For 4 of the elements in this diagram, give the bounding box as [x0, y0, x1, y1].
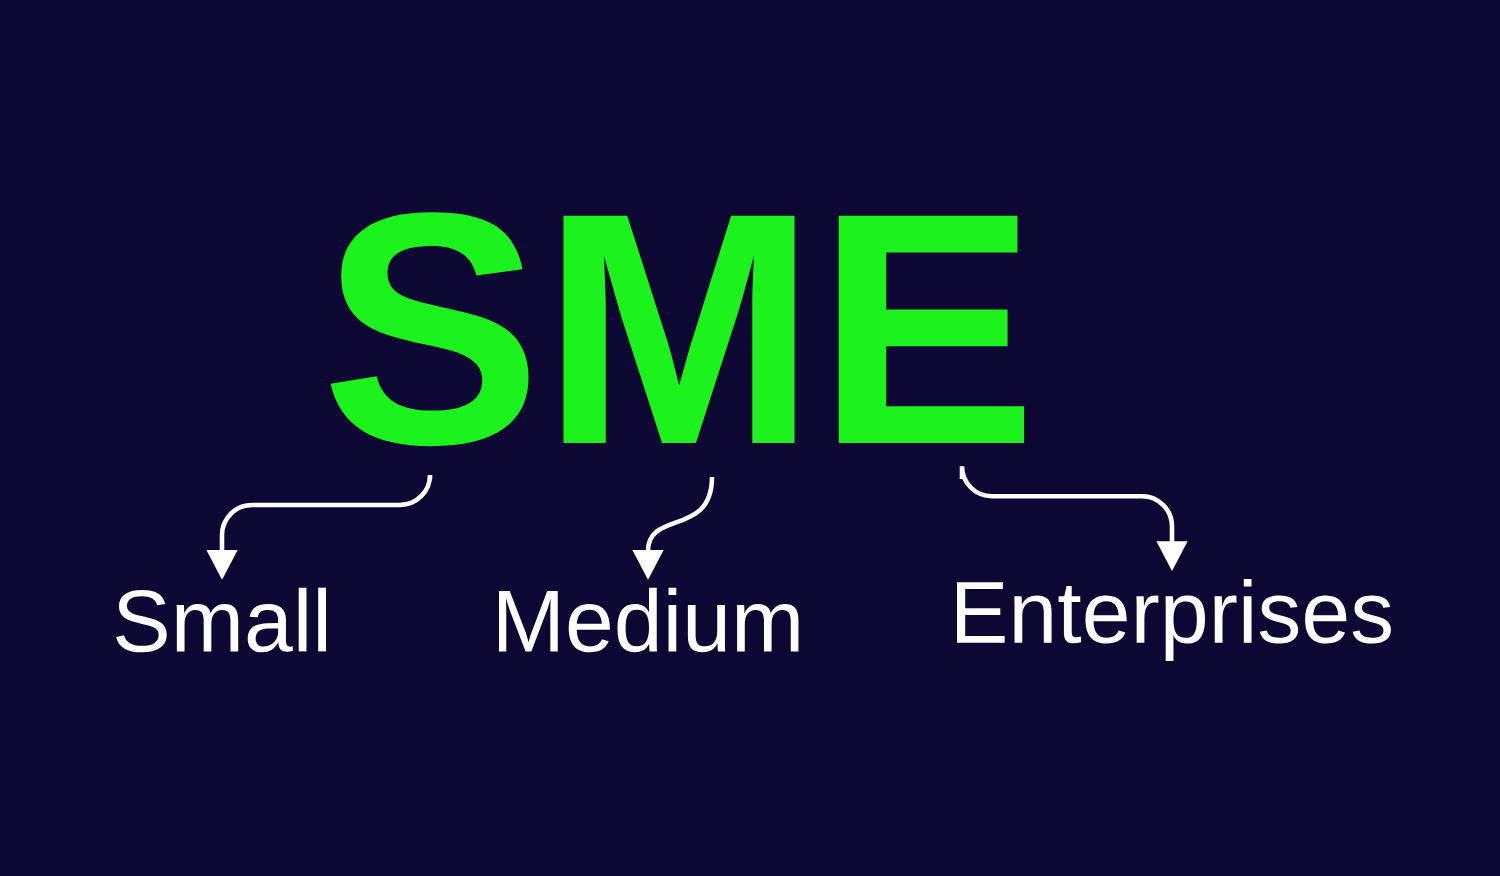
label-text: Medium	[498, 587, 799, 653]
heading-text: SME	[330, 212, 1025, 447]
label-text: Small	[116, 587, 326, 653]
label-text: Enterprises	[957, 579, 1391, 661]
